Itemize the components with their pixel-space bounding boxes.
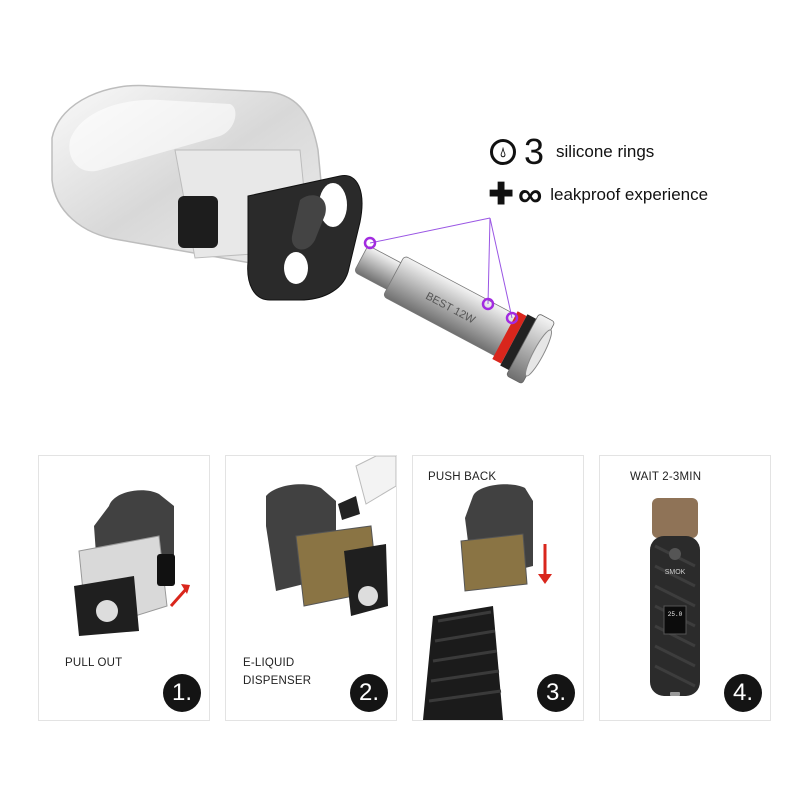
infinity-icon: ∞ xyxy=(518,176,543,214)
coil: BEST 12W xyxy=(355,246,555,384)
pod-cartridge xyxy=(51,84,363,301)
pod-black-clip xyxy=(178,196,218,248)
step-label: PULL OUT xyxy=(65,657,123,669)
plus-icon: ✚ xyxy=(488,178,514,211)
feature-number: 3 xyxy=(524,131,545,172)
ring-marker-3 xyxy=(505,311,519,325)
step-label: PUSH BACK xyxy=(428,471,497,483)
dropper-bottle-icon xyxy=(355,456,396,505)
drop-icon: 💧︎ xyxy=(490,139,516,165)
step-label: WAIT 2-3MIN xyxy=(630,471,702,483)
step-number: 1. xyxy=(163,674,201,712)
step-4-illustration: SMOK 25.0 xyxy=(650,498,700,696)
ring-marker-2 xyxy=(481,297,495,311)
down-arrow-icon xyxy=(538,574,552,584)
up-arrow-icon xyxy=(181,584,190,594)
step-number: 2. xyxy=(350,674,388,712)
step-number: 4. xyxy=(724,674,762,712)
step-number: 3. xyxy=(537,674,575,712)
feature-leakproof: ✚ ∞ leakproof experience xyxy=(488,176,709,214)
ring-marker-1 xyxy=(363,236,377,250)
red-ring xyxy=(492,311,527,364)
device-brand: SMOK xyxy=(665,569,686,576)
step-3-illustration xyxy=(423,484,552,720)
step-1-illustration xyxy=(74,490,190,636)
step-card-1: PULL OUT 1. xyxy=(38,455,210,721)
feature-text: silicone rings xyxy=(556,142,655,161)
device-screen: 25.0 xyxy=(668,611,683,618)
feature-text: leakproof experience xyxy=(550,185,709,204)
fire-button xyxy=(669,548,681,560)
hero-illustration: BEST 12W xyxy=(51,84,765,384)
feature-silicone-rings: 💧︎ 3 silicone rings xyxy=(490,134,654,170)
callout-lines xyxy=(363,216,765,325)
step-card-4: SMOK 25.0 WAIT 2-3MIN 4. xyxy=(599,455,771,721)
step-card-2: E-LIQUID DISPENSER 2. xyxy=(225,455,397,721)
step-label: E-LIQUID DISPENSER xyxy=(243,657,312,687)
step-card-3: PUSH BACK 3. xyxy=(412,455,584,721)
pod-window xyxy=(652,498,698,538)
step-2-illustration xyxy=(266,456,396,616)
